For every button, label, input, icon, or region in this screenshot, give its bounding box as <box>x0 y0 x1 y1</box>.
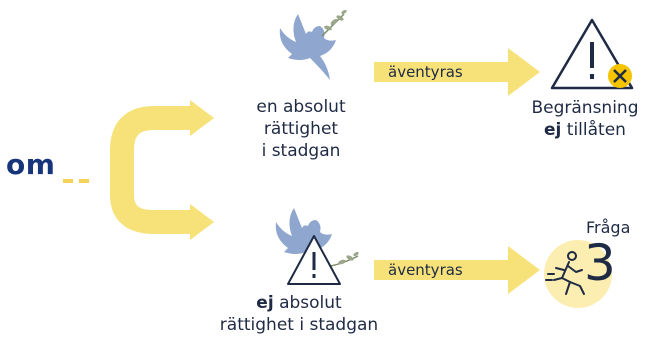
fraga-label: Fråga <box>586 218 631 237</box>
bottom-label-line1: ej absolut <box>206 292 392 314</box>
bottom-branch-label: ej absolut rättighet i stadgan <box>206 292 392 336</box>
bottom-label-bold: ej <box>256 293 274 313</box>
bottom-label-rest: absolut <box>279 293 342 313</box>
top-result-line2: ej tillåten <box>518 119 652 141</box>
fraga-number: 3 <box>584 234 616 292</box>
om-connector: om <box>6 148 56 181</box>
dove-warning-icon <box>275 208 359 285</box>
top-result-line1: Begränsning <box>531 98 639 118</box>
dotted-lead <box>63 170 111 183</box>
top-label-line1: en absolut <box>256 97 346 117</box>
warning-cross-icon <box>550 18 634 90</box>
top-label-line3: i stadgan <box>261 141 341 161</box>
running-person-icon <box>544 240 612 308</box>
bottom-arrow-label: äventyras <box>388 261 463 279</box>
top-result-bold: ej <box>544 120 562 140</box>
dove-icon <box>279 9 347 80</box>
top-result-text: Begränsning ej tillåten <box>518 97 652 141</box>
top-branch-label: en absolut rättighet i stadgan <box>236 96 366 162</box>
top-arrow-label: äventyras <box>388 63 463 81</box>
top-label-line2: rättighet <box>263 119 339 139</box>
top-result-rest: tillåten <box>566 120 626 140</box>
bottom-label-line2: rättighet i stadgan <box>219 315 379 335</box>
